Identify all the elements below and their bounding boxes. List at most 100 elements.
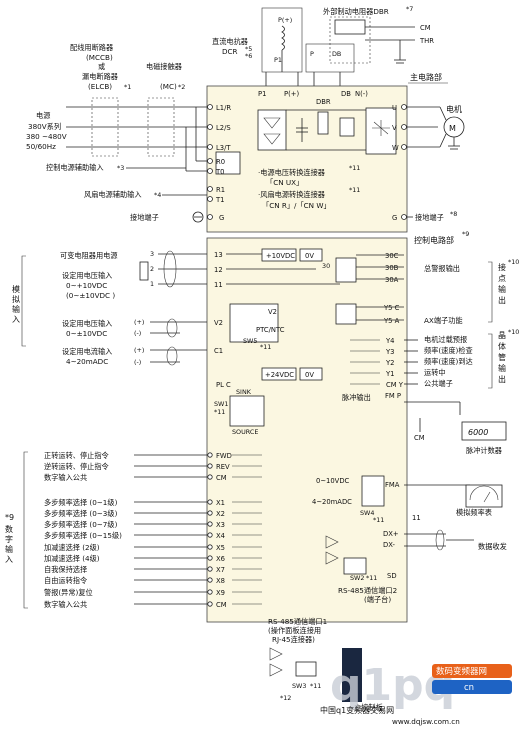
motor-label: 电机 (446, 104, 462, 114)
pot-label: 可变电阻器用电源 (60, 251, 118, 260)
dbr-label: 外部制动电阻器DBR (323, 7, 389, 16)
power-series: 380V系列 (28, 122, 61, 131)
pot-pin-3: 3 (150, 250, 154, 258)
ground-left-label: 接地端子 (130, 213, 159, 222)
ptc-v2: V2 (268, 308, 277, 316)
digital-input-terminal (207, 577, 213, 583)
digital-input-term: FWD (216, 452, 232, 460)
aux-ctrl-label: 控制电源辅助输入 (46, 163, 104, 172)
control-circuit-title: 控制电路部 (414, 235, 454, 245)
control-power-transformer (215, 151, 241, 175)
watermark-badge (432, 664, 512, 678)
rs485-2-sub: (端子台) (364, 595, 391, 604)
contact-bracket (488, 261, 493, 323)
ov-box-1 (299, 248, 323, 262)
term-dbr: DBR (316, 98, 331, 106)
transistor-output-label: 频率(速度)检查 (424, 346, 473, 355)
term-v2: V2 (214, 319, 223, 327)
digital-input-terminal (207, 499, 213, 505)
control-circuit-note: *9 (462, 230, 469, 238)
fan-switch-label: ·风扇电源转换连接器 (258, 190, 325, 199)
digital-group-4: 入 (5, 555, 13, 564)
digital-input-term: REV (216, 463, 230, 471)
digital-input-term: X6 (216, 555, 225, 563)
v2-plus: (+) (134, 318, 144, 326)
breaker-label-3: 或 (98, 62, 105, 71)
digital-input-term: X9 (216, 589, 225, 597)
transistor-group-2: 体 (498, 341, 506, 351)
term-db: DB (341, 90, 351, 98)
transistor-output-term: Y2 (385, 359, 394, 367)
alarm-relay: 30C 30B 30A 30 (322, 252, 404, 284)
transistor-output-term: CM Y (386, 381, 404, 389)
term-r0: R0 (216, 158, 225, 166)
sw5-note: *11 (260, 343, 271, 351)
digital-group-2: 字 (5, 534, 13, 544)
digital-input-term: X8 (216, 577, 225, 585)
digital-input-terminal (207, 532, 213, 538)
ground-right-note: *8 (450, 210, 457, 218)
transistor-group-1: 晶 (498, 331, 506, 340)
sw2-label: SW2 (350, 574, 364, 582)
breaker-label-1: 配线用断路器 (70, 43, 113, 52)
dcr-code: DCR (222, 47, 238, 56)
digital-input-terminal (207, 589, 213, 595)
digital-input-terminal (207, 510, 213, 516)
contactor-label-2: (MC) (160, 82, 177, 91)
power-freq: 50/60Hz (26, 142, 56, 151)
digital-input-label: 加减速选择 (4级) (44, 554, 100, 563)
contact-group-3: 输 (498, 284, 506, 294)
i-minus: (-) (134, 358, 141, 366)
rectifier-diodes (263, 117, 281, 145)
vdc10-label: +10VDC (266, 252, 295, 260)
term-t1: T1 (215, 196, 224, 204)
digital-input-terminal (207, 474, 213, 480)
term-30b: 30B (385, 264, 399, 272)
vdc24-box (261, 367, 297, 381)
term-w: W (392, 144, 399, 152)
note-12: *12 (280, 694, 291, 702)
motor-m: M (449, 124, 456, 133)
brake-resistor-internal (317, 111, 329, 135)
term-plc: PL C (216, 381, 231, 389)
ground-right-label: 接地端子 (415, 213, 444, 222)
analog-group-2: 拟 (12, 294, 20, 304)
fan-switch-code: 「CN R」/「CN W」 (262, 201, 331, 210)
comm-label: 数据收发 (478, 542, 507, 551)
voltage-switch-note: *11 (349, 164, 360, 172)
fm-range-1: 0~10VDC (316, 477, 350, 485)
digital-input-label: 自我保持选择 (44, 565, 87, 574)
watermark-url: www.dqjsw.com.cn (392, 717, 460, 726)
digital-input-term: X2 (216, 510, 225, 518)
term-fmp: FM P (385, 392, 401, 400)
term-v: V (392, 124, 397, 132)
pot-pin-1: 1 (150, 280, 154, 288)
analog-wires (150, 250, 207, 366)
digital-input-label: 加减速选择 (2级) (44, 543, 100, 552)
digital-group-3: 输 (5, 544, 13, 554)
dbr-housing (329, 16, 371, 64)
transistor-output-label: 频率(速度)到达 (424, 357, 473, 366)
voltage-switch-code: 「CN UX」 (266, 178, 303, 187)
breaker-symbol (91, 97, 119, 157)
term-11: 11 (214, 281, 223, 289)
sw2-note: *11 (366, 574, 377, 582)
digital-input-label: 逆转运转、停止指令 (44, 462, 109, 471)
ov-label-2: 0V (305, 371, 314, 379)
contactor-label-1: 电磁接触器 (146, 62, 182, 71)
term-30a: 30A (385, 276, 399, 284)
digital-input-terminal (207, 566, 213, 572)
term-dx-plus: DX+ (383, 530, 399, 538)
term-t0: T0 (215, 168, 224, 176)
ptc-label: PTC/NTC (256, 326, 285, 334)
dcr-coil (281, 25, 285, 51)
digital-input-label: 多步频率选择 (0~1级) (44, 498, 118, 507)
term-fma: FMA (385, 481, 400, 489)
contact-group-4: 出 (498, 295, 506, 305)
digital-input-label: 自由运转指令 (44, 576, 87, 585)
brake-transistor (339, 117, 355, 137)
transistor-group-4: 输 (498, 363, 506, 373)
sw4-label: SW4 (360, 509, 374, 517)
